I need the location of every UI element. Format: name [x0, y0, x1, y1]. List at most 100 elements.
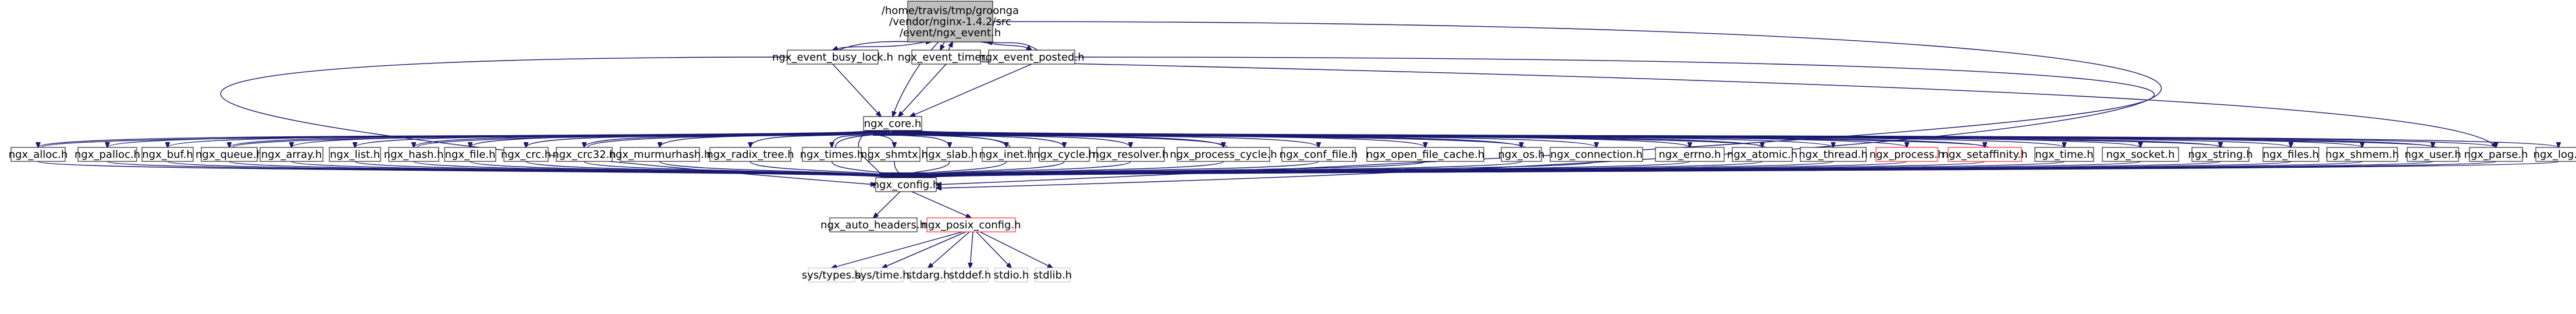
node-ngx-errno-h[interactable]: ngx_errno.h: [1655, 147, 1725, 162]
node-label: ngx_alloc.h: [9, 149, 68, 161]
node-label: sys/time.h: [855, 269, 909, 281]
node-box: [2102, 147, 2179, 162]
node-label: ngx_radix_tree.h: [706, 149, 794, 161]
node-ngx-parse-h[interactable]: ngx_parse.h: [2464, 147, 2528, 162]
node-sys-time-h[interactable]: sys/time.h: [855, 267, 909, 283]
node-label: ngx_posix_config.h: [921, 219, 1021, 231]
node-label: stdlib.h: [1033, 269, 1072, 281]
node-label: ngx_crc.h: [501, 149, 551, 161]
node-ngx-thread-h[interactable]: ngx_thread.h: [1799, 147, 1868, 162]
node-ngx-list-h[interactable]: ngx_list.h: [329, 147, 381, 162]
node-label: ngx_event_posted.h: [979, 51, 1084, 63]
node-ngx-socket-h[interactable]: ngx_socket.h: [2102, 147, 2179, 162]
node-ngx-crc-h[interactable]: ngx_crc.h: [501, 147, 551, 162]
node-ngx-palloc-h[interactable]: ngx_palloc.h: [74, 147, 140, 162]
node-ngx-murmurhash-h[interactable]: ngx_murmurhash.h: [609, 147, 711, 162]
node-ngx-atomic-h[interactable]: ngx_atomic.h: [1727, 147, 1797, 162]
node-box: [926, 217, 1016, 232]
node-label: ngx_thread.h: [1799, 149, 1868, 161]
node-ngx-setaffinity-h[interactable]: ngx_setaffinity.h: [1942, 147, 2028, 162]
node-stdio-h[interactable]: stdio.h: [994, 267, 1029, 283]
node-label: ngx_auto_headers.h: [820, 219, 926, 231]
node-box: [1875, 147, 1938, 162]
node-ngx-event-posted-h[interactable]: ngx_event_posted.h: [979, 50, 1085, 65]
node-ngx-user-h[interactable]: ngx_user.h: [2404, 147, 2461, 162]
node-box: [2326, 147, 2398, 162]
node-box: [911, 50, 981, 65]
node-box: [1035, 267, 1071, 283]
node-label: ngx_open_file_cache.h: [1366, 149, 1484, 161]
node-ngx-queue-h[interactable]: ngx_queue.h: [196, 147, 263, 162]
node-ngx-radix-tree-h[interactable]: ngx_radix_tree.h: [706, 147, 794, 162]
node-ngx-string-h[interactable]: ngx_string.h: [2188, 147, 2253, 162]
node-ngx-process-cycle-h[interactable]: ngx_process_cycle.h: [1170, 147, 1277, 162]
node-box: [1655, 147, 1725, 162]
node-label: ngx_socket.h: [2106, 149, 2175, 161]
node-ngx-slab-h[interactable]: ngx_slab.h: [922, 147, 978, 162]
node-ngx-crc32-h[interactable]: ngx_crc32.h: [552, 147, 616, 162]
node-ngx-resolver-h[interactable]: ngx_resolver.h: [1093, 147, 1169, 162]
edge-busy-root-back: [838, 41, 931, 51]
node-ngx-log-h[interactable]: ngx_log.h: [2533, 147, 2576, 162]
node-box: [503, 147, 549, 162]
edge-core-ngx-log-h: [907, 130, 2559, 147]
node-box: [863, 116, 922, 131]
graph-nodes: /home/travis/tmp/groonga/vendor/nginx-1.…: [9, 1, 2576, 283]
node-box: [2535, 147, 2576, 162]
node-ngx-time-h[interactable]: ngx_time.h: [2034, 147, 2094, 162]
node-ngx-array-h[interactable]: ngx_array.h: [260, 147, 324, 162]
node-ngx-inet-h[interactable]: ngx_inet.h: [979, 147, 1034, 162]
node-ngx-connection-h[interactable]: ngx_connection.h: [1550, 147, 1643, 162]
node-stdlib-h[interactable]: stdlib.h: [1033, 267, 1072, 283]
node-ngx-shmtx-h[interactable]: ngx_shmtx.h: [861, 147, 928, 162]
node-ngx-alloc-h[interactable]: ngx_alloc.h: [9, 147, 68, 162]
node-ngx-config-h[interactable]: ngx_config.h: [873, 177, 940, 192]
node-label: ngx_setaffinity.h: [1942, 149, 2027, 161]
edge-root-busy-lock: [833, 41, 926, 50]
node-label: ngx_time.h: [2035, 149, 2093, 161]
node-box: [988, 50, 1075, 65]
node-root[interactable]: /home/travis/tmp/groonga/vendor/nginx-1.…: [882, 1, 1019, 43]
node-box: [2469, 147, 2523, 162]
node-ngx-shmem-h[interactable]: ngx_shmem.h: [2325, 147, 2399, 162]
node-label: ngx_event_busy_lock.h: [772, 51, 893, 63]
edge-timer-root-back: [948, 42, 953, 51]
node-label: ngx_conf_file.h: [1280, 149, 1358, 161]
node-ngx-buf-h[interactable]: ngx_buf.h: [141, 147, 194, 162]
node-label: /event/ngx_event.h: [900, 27, 1001, 39]
node-label: ngx_string.h: [2188, 149, 2252, 161]
edge-posix-sys-types-h: [832, 231, 963, 268]
node-ngx-core-h[interactable]: ngx_core.h: [863, 116, 922, 131]
node-ngx-auto-headers-h[interactable]: ngx_auto_headers.h: [820, 217, 926, 232]
edge-ngx-radix-tree-h-config: [749, 161, 898, 178]
node-box: [787, 50, 879, 65]
node-box: [994, 267, 1028, 283]
node-box: [1800, 147, 1867, 162]
node-stdarg-h[interactable]: stdarg.h: [907, 267, 950, 283]
node-ngx-cycle-h[interactable]: ngx_cycle.h: [1033, 147, 1095, 162]
node-ngx-open-file-cache-h[interactable]: ngx_open_file_cache.h: [1366, 147, 1484, 162]
node-sys-types-h[interactable]: sys/types.h: [802, 267, 861, 283]
node-box: [10, 147, 66, 162]
edge-core-config: [858, 130, 882, 178]
node-ngx-event-busy-lock-h[interactable]: ngx_event_busy_lock.h: [772, 50, 893, 65]
edge-root-posted: [980, 41, 1032, 50]
node-ngx-event-timer-h[interactable]: ngx_event_timer.h: [898, 50, 994, 65]
node-ngx-os-h[interactable]: ngx_os.h: [1498, 147, 1545, 162]
node-ngx-conf-file-h[interactable]: ngx_conf_file.h: [1280, 147, 1358, 162]
edge-busy-core: [832, 63, 881, 117]
node-stddef-h[interactable]: stddef.h: [949, 267, 992, 283]
node-ngx-times-h[interactable]: ngx_times.h: [800, 147, 864, 162]
node-ngx-hash-h[interactable]: ngx_hash.h: [384, 147, 444, 162]
node-label: /home/travis/tmp/groonga: [882, 5, 1019, 17]
edge-timer-log: [980, 61, 2496, 147]
node-ngx-posix-config-h[interactable]: ngx_posix_config.h: [921, 217, 1021, 232]
node-ngx-process-h[interactable]: ngx_process.h: [1870, 147, 1945, 162]
node-box: [444, 147, 496, 162]
edge-posted-core: [910, 63, 1032, 117]
node-box: [1948, 147, 2022, 162]
node-label: ngx_shmtx.h: [861, 149, 928, 161]
node-ngx-file-h[interactable]: ngx_file.h: [444, 147, 496, 162]
node-ngx-files-h[interactable]: ngx_files.h: [2262, 147, 2319, 162]
